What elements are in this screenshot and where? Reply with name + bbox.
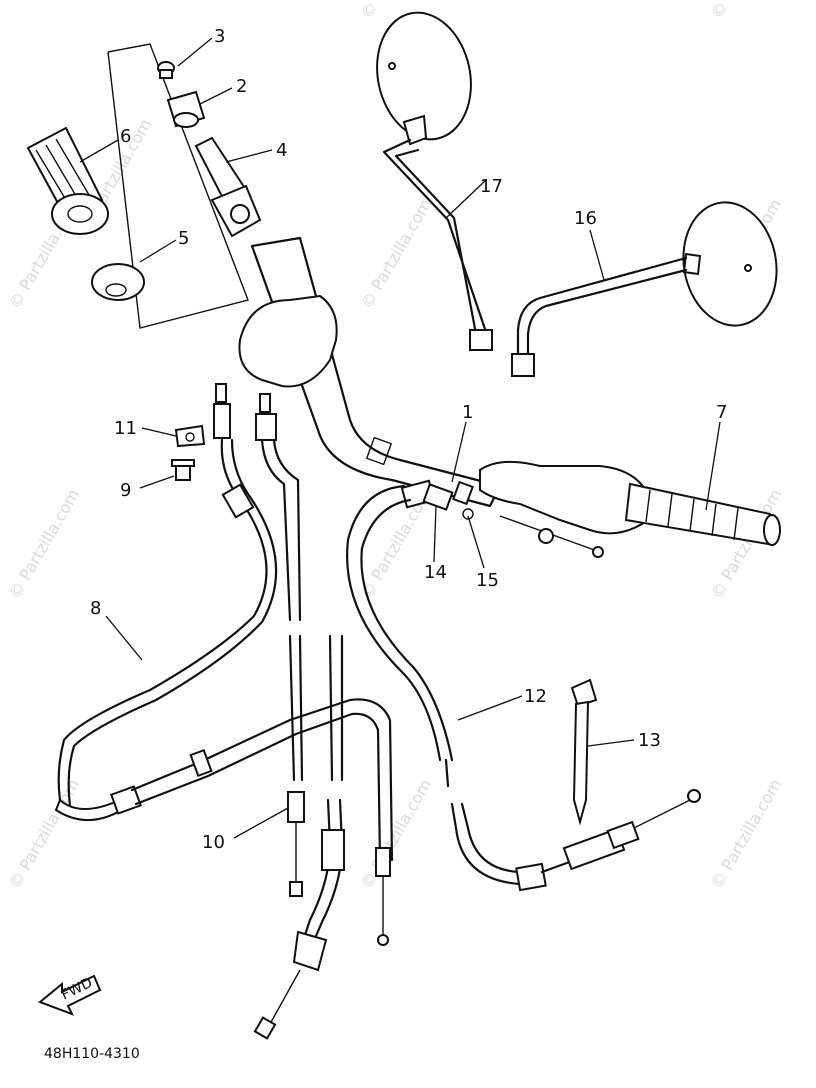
callout-8: 8 xyxy=(90,598,101,619)
callouts: 3 2 4 6 5 7 1 17 16 11 9 8 10 12 13 14 1… xyxy=(90,26,727,853)
part-15-clip xyxy=(452,480,474,520)
part-9-screw xyxy=(171,459,195,481)
part-10-cable-end xyxy=(287,791,305,897)
drawing-code: 48H110-4310 xyxy=(44,1046,140,1062)
exploded-view-bracket xyxy=(107,43,249,329)
watermark: © Partzilla.com xyxy=(357,776,435,892)
callout-1: 1 xyxy=(462,402,473,423)
watermark: © Partzilla.com xyxy=(707,776,785,892)
callout-14: 14 xyxy=(424,562,447,583)
callout-3: 3 xyxy=(214,26,225,47)
part-12-clutch-cable xyxy=(346,479,701,892)
callout-6: 6 xyxy=(120,126,131,147)
part-14-adjuster xyxy=(422,483,454,511)
callout-12: 12 xyxy=(524,686,547,707)
callout-7: 7 xyxy=(716,402,727,423)
callout-2: 2 xyxy=(236,76,247,97)
callout-11: 11 xyxy=(114,418,137,439)
part-3-screw xyxy=(157,61,175,79)
watermark: © Partzilla.com xyxy=(707,0,785,22)
part-17-left-mirror xyxy=(376,11,493,351)
part-13-cable-tie xyxy=(570,678,598,826)
callout-13: 13 xyxy=(638,730,661,751)
callout-9: 9 xyxy=(120,480,131,501)
part-7-right-grip xyxy=(479,460,781,558)
part-5-washer xyxy=(91,263,145,301)
part-16-right-mirror xyxy=(511,201,778,377)
part-11-holder xyxy=(174,424,206,448)
callout-17: 17 xyxy=(480,176,503,197)
part-8-throttle-cable xyxy=(54,383,394,1040)
callout-10: 10 xyxy=(202,832,225,853)
part-2-collar xyxy=(166,90,206,128)
watermark: © Partzilla.com xyxy=(357,196,435,312)
watermark: © Partzilla.com xyxy=(5,486,83,602)
callout-16: 16 xyxy=(574,208,597,229)
callout-4: 4 xyxy=(276,140,287,161)
leader-lines xyxy=(79,37,721,839)
part-1-handlebar xyxy=(238,236,502,508)
callout-15: 15 xyxy=(476,570,499,591)
part-4-throttle-tube xyxy=(194,136,262,238)
watermark: © Partzilla.com xyxy=(5,776,83,892)
fwd-arrow: FWD xyxy=(38,974,102,1016)
part-6-left-grip xyxy=(26,126,109,235)
callout-5: 5 xyxy=(178,228,189,249)
